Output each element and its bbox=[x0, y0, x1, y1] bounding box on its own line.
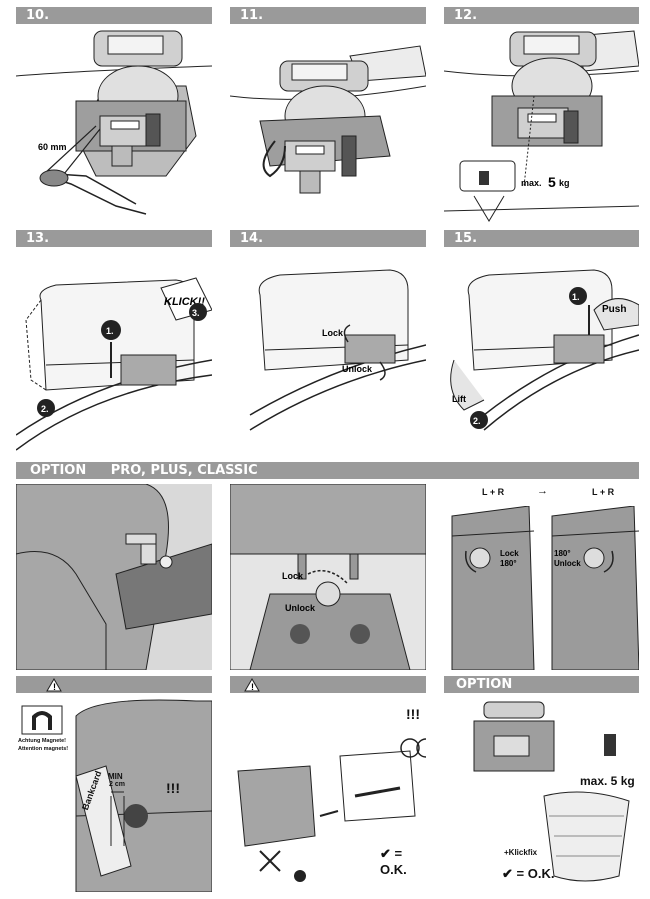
min-distance: 2 cm bbox=[109, 781, 125, 788]
option-models: PRO, PLUS, CLASSIC bbox=[110, 463, 258, 478]
step-12-illustration: max. 5 kg bbox=[444, 30, 639, 222]
option-right-panel: L + R → L + R Lock 180° 180° Unlock bbox=[444, 484, 639, 670]
step-number: 15. bbox=[454, 231, 478, 246]
step-number: 12. bbox=[454, 8, 478, 23]
ok-label: ✔ = O.K. bbox=[502, 866, 555, 881]
option-label: OPTION bbox=[30, 463, 87, 478]
option-left-panel bbox=[15, 483, 213, 671]
magnet-sign-line1: Achtung Magnete! bbox=[18, 738, 66, 744]
step-badge-1: 1. bbox=[572, 292, 580, 302]
svg-text:!: ! bbox=[251, 682, 254, 692]
warning-exclaim: !!! bbox=[166, 780, 180, 796]
step-11-header: 11. bbox=[230, 7, 426, 24]
klickfix-label: +Klickfix bbox=[504, 848, 538, 857]
lock-detail-illustration: Lock Unlock bbox=[229, 483, 427, 671]
option-label: OPTION bbox=[456, 677, 513, 692]
max-value: 5 bbox=[548, 174, 556, 190]
bracket-illustration bbox=[15, 483, 213, 671]
arrow-right-icon: → bbox=[537, 485, 548, 497]
degree-label: 180° bbox=[554, 549, 571, 558]
ok-label: ✔ = O.K. bbox=[380, 846, 407, 877]
step-14-header: 14. bbox=[230, 230, 426, 247]
warning-header-1: ! bbox=[16, 676, 212, 693]
step-14-illustration: Lock Unlock bbox=[249, 269, 426, 431]
step-13-header: 13. bbox=[16, 230, 212, 247]
max-weight-label: max. 5 kg bbox=[580, 774, 635, 788]
step-badge-3: 3. bbox=[192, 308, 200, 318]
basket-illustration bbox=[473, 701, 630, 882]
option-klickfix-panel: max. 5 kg +Klickfix ✔ = O.K. bbox=[444, 696, 639, 892]
carry-warning-illustration bbox=[237, 738, 436, 882]
step-badge-2: 2. bbox=[473, 416, 481, 426]
step-15-header: 15. bbox=[444, 230, 639, 247]
step-12-header: 12. bbox=[444, 7, 639, 24]
unlock-label: Unlock bbox=[554, 559, 581, 568]
warning-icon: ! bbox=[244, 678, 260, 692]
step-10-illustration: 60 mm bbox=[16, 30, 212, 215]
ok-text: = O.K. bbox=[516, 866, 555, 881]
magnet-warning-illustration bbox=[21, 699, 213, 893]
step-number: 10. bbox=[26, 8, 50, 23]
lock-degree-label: 180° bbox=[500, 559, 517, 568]
step-badge-2: 2. bbox=[41, 404, 49, 414]
lr-left-label: L + R bbox=[482, 487, 505, 497]
step-number: 13. bbox=[26, 231, 50, 246]
rotation-illustration: Lock 180° 180° Unlock bbox=[451, 506, 639, 670]
warning-header-2: ! bbox=[230, 676, 426, 693]
magnet-sign-line2: Attention magnets! bbox=[18, 746, 69, 752]
lr-right-label: L + R bbox=[592, 487, 615, 497]
option-middle-panel: Lock Unlock bbox=[229, 483, 427, 671]
svg-text:!: ! bbox=[53, 682, 56, 692]
step-badge-1: 1. bbox=[106, 326, 114, 336]
step-13-illustration: KLICK!! 1. 2. 3. bbox=[16, 277, 212, 451]
step-11-illustration bbox=[230, 45, 426, 194]
unlock-label: Unlock bbox=[342, 364, 373, 374]
min-label: MIN bbox=[108, 772, 123, 781]
max-label: max. bbox=[521, 178, 542, 188]
lift-label: Lift bbox=[452, 394, 466, 404]
ok-text: = O.K. bbox=[380, 846, 407, 877]
step-number: 11. bbox=[240, 8, 264, 23]
lock-label: Lock bbox=[282, 571, 304, 581]
warning-carry-panel: !!! ✔ = O.K. bbox=[230, 696, 436, 892]
warning-icon: ! bbox=[46, 678, 62, 692]
unlock-label: Unlock bbox=[285, 603, 316, 613]
warning-magnet-panel: Achtung Magnete! Attention magnets! Bank… bbox=[16, 696, 213, 893]
dimension-label: 60 mm bbox=[38, 142, 67, 152]
step-10-header: 10. bbox=[16, 7, 212, 24]
lock-label: Lock bbox=[500, 549, 519, 558]
step-number: 14. bbox=[240, 231, 264, 246]
option-header-bottom: OPTION bbox=[444, 676, 639, 693]
option-bar: OPTION PRO, PLUS, CLASSIC bbox=[16, 462, 639, 479]
max-unit: kg bbox=[559, 178, 570, 188]
step-15-illustration: 1. 2. Push Lift bbox=[450, 269, 639, 431]
warning-exclaim: !!! bbox=[406, 706, 420, 722]
push-label: Push bbox=[602, 304, 626, 315]
lock-label: Lock bbox=[322, 328, 344, 338]
